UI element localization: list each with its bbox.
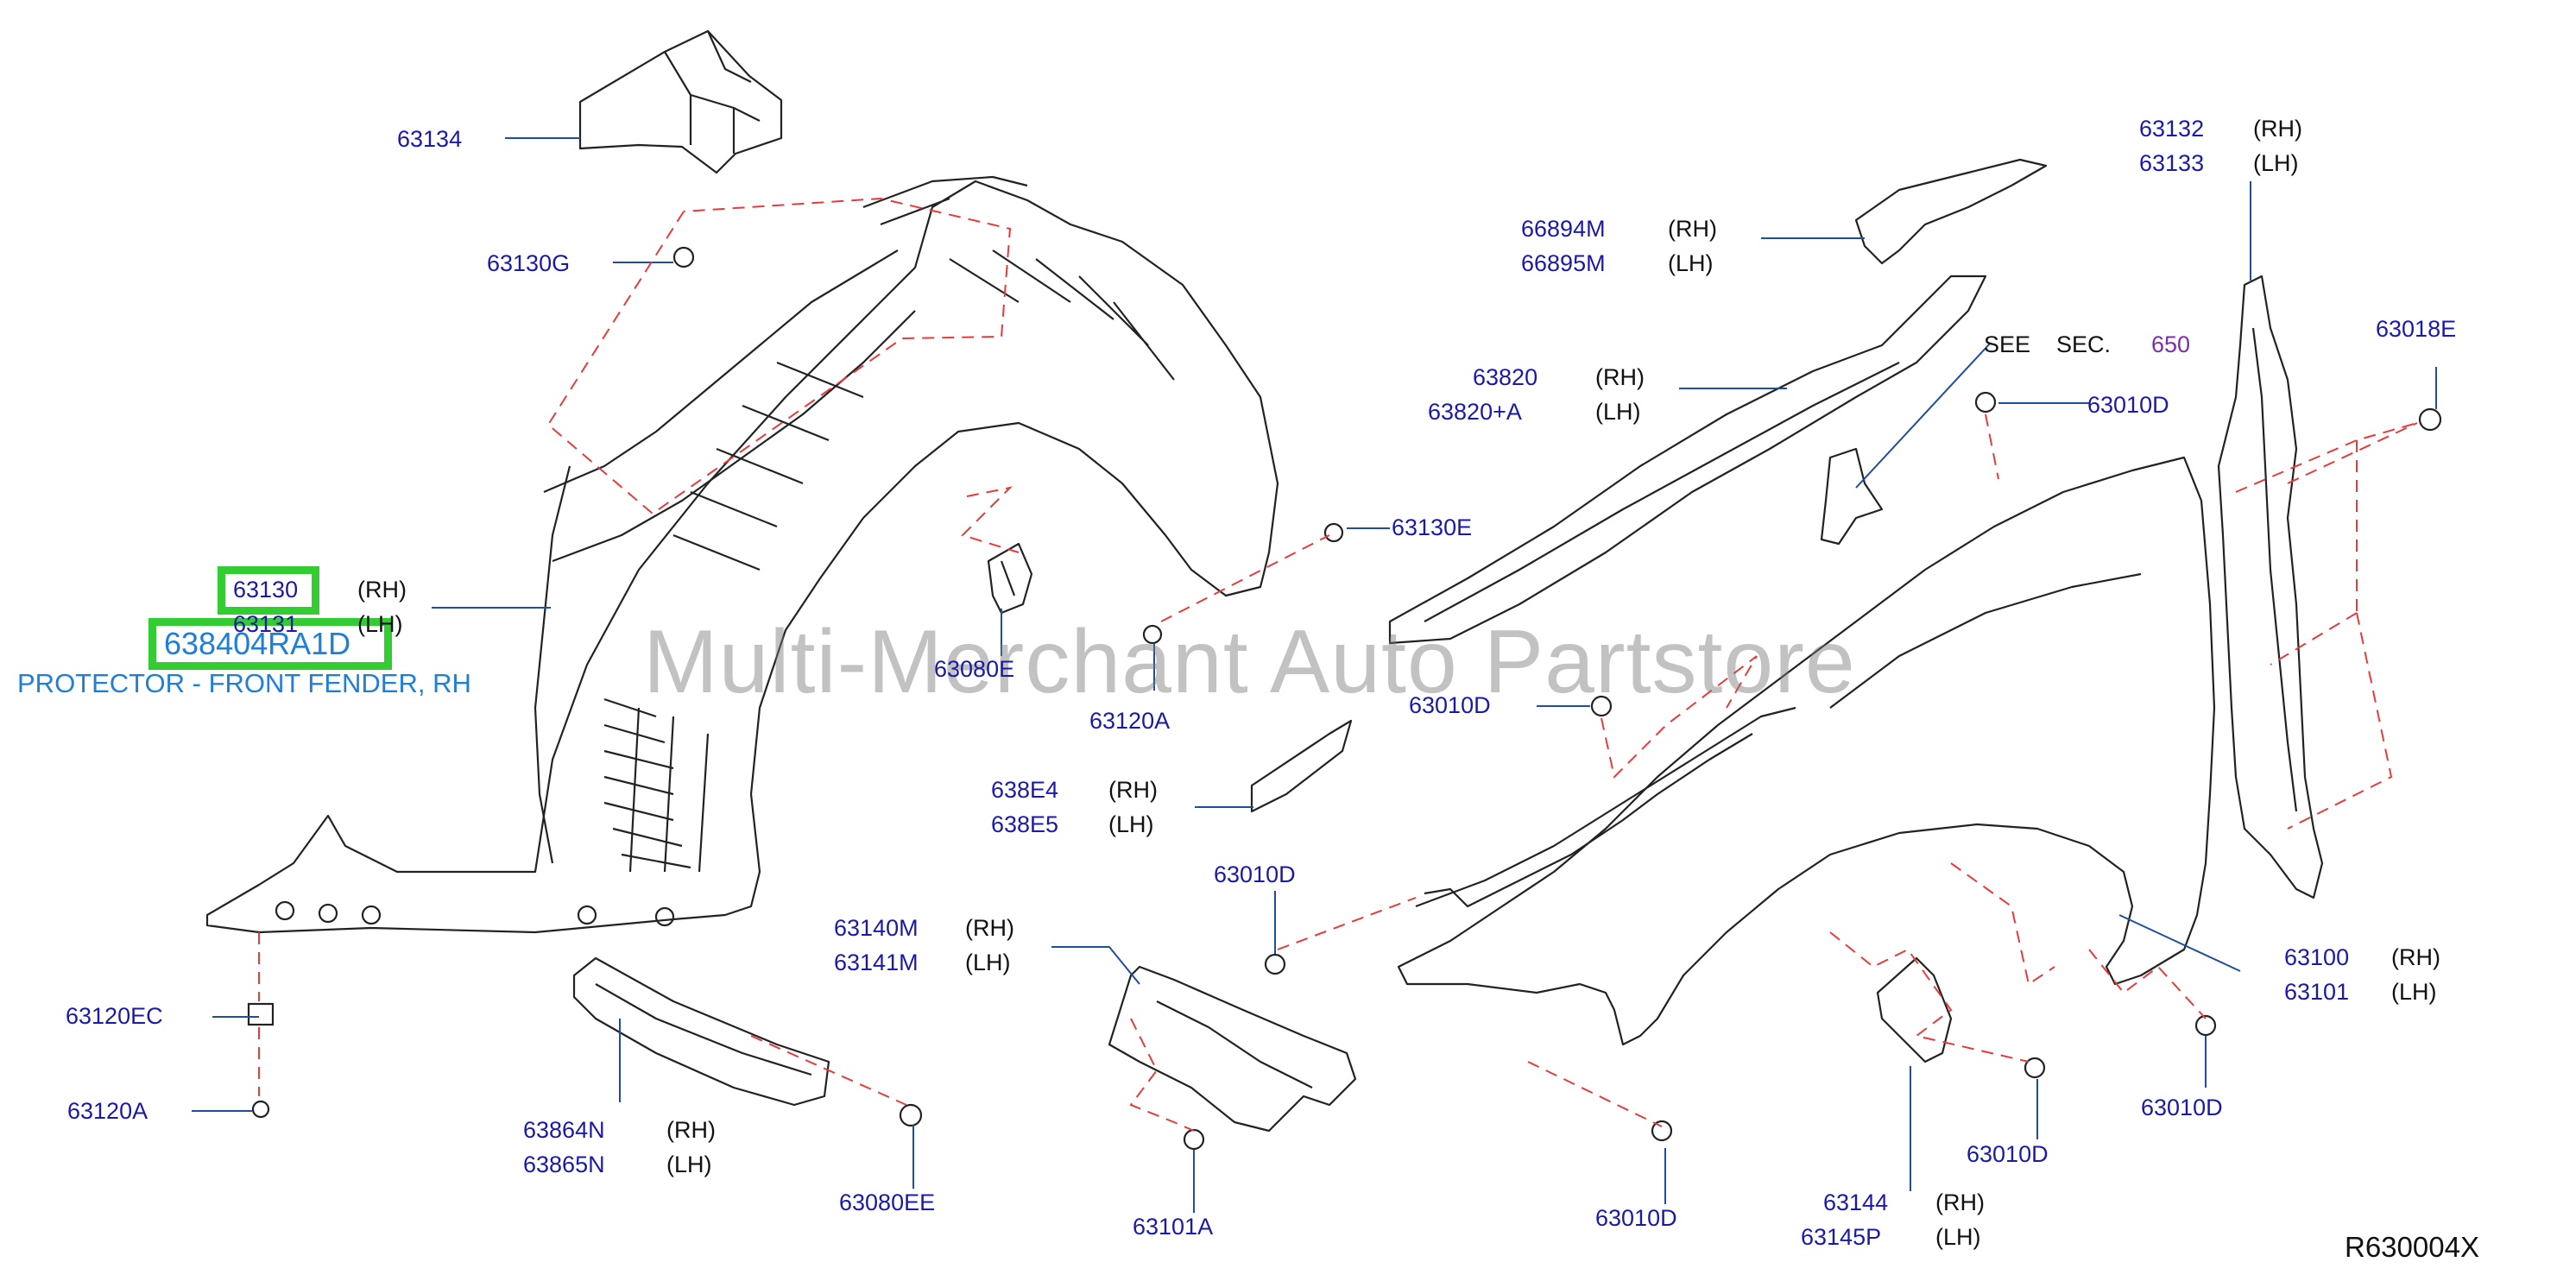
- label-63010D-b[interactable]: 63010D: [1214, 861, 1296, 887]
- label-63010D-a[interactable]: 63010D: [1409, 692, 1491, 718]
- label-63101[interactable]: 63101: [2284, 979, 2350, 1005]
- foam-block-63134-illustration: [578, 29, 783, 174]
- label-63145P-side: (LH): [1935, 1224, 1981, 1250]
- label-638E5-side: (LH): [1108, 811, 1154, 837]
- splash-guard-63864N-illustration: [572, 956, 830, 1107]
- label-63820A-side: (LH): [1595, 399, 1641, 425]
- label-63120A-left[interactable]: 63120A: [67, 1098, 148, 1124]
- highlight-box-part-number: [218, 566, 319, 615]
- label-63820-side: (RH): [1595, 364, 1645, 390]
- seal-638E4-illustration: [1250, 719, 1353, 813]
- sec-label: SEC.: [2056, 331, 2112, 357]
- label-63134[interactable]: 63134: [397, 126, 463, 152]
- screw-63010D-e-icon: [2024, 1057, 2046, 1079]
- label-66895M[interactable]: 66895M: [1521, 250, 1606, 276]
- bracket-63144-illustration: [1876, 956, 1953, 1063]
- label-63131[interactable]: 63131: [233, 611, 299, 637]
- seal-63820-illustration: [1388, 274, 1987, 645]
- label-63140M-side: (RH): [965, 915, 1014, 941]
- label-63133-side: (LH): [2253, 150, 2299, 176]
- section-number-link[interactable]: 650: [2151, 331, 2191, 357]
- clip-63130E-icon: [1323, 522, 1344, 543]
- label-63101-side: (LH): [2391, 979, 2437, 1005]
- clip-63130G-icon: [672, 246, 695, 268]
- screw-63010D-b-icon: [1264, 953, 1286, 975]
- label-63131-side: (LH): [357, 611, 403, 637]
- label-63132-side: (RH): [2253, 116, 2302, 142]
- label-63864N[interactable]: 63864N: [523, 1117, 605, 1143]
- label-63820A[interactable]: 63820+A: [1428, 399, 1522, 425]
- diagram-reference-code: R630004X: [2345, 1231, 2479, 1263]
- screw-63010D-d-icon: [1651, 1120, 1673, 1142]
- label-63141M[interactable]: 63141M: [834, 950, 919, 975]
- clip-63120A-mid-icon: [1142, 624, 1163, 645]
- screw-63010D-a-icon: [1590, 695, 1613, 717]
- clip-63018E-icon: [2418, 407, 2442, 432]
- label-63080E[interactable]: 63080E: [934, 656, 1015, 682]
- oem-part-number[interactable]: 638404RA1D: [164, 626, 351, 661]
- label-63100-side: (RH): [2391, 944, 2440, 970]
- label-63864N-side: (RH): [666, 1117, 716, 1143]
- watermark: Multi-Merchant Auto Partstore: [643, 612, 1856, 712]
- label-66895M-side: (LH): [1668, 250, 1714, 276]
- label-63144-side: (RH): [1935, 1190, 1985, 1215]
- label-63130[interactable]: 63130: [233, 577, 299, 603]
- label-63133[interactable]: 63133: [2139, 150, 2205, 176]
- label-63144[interactable]: 63144: [1823, 1190, 1889, 1215]
- label-66894M-side: (RH): [1668, 216, 1717, 242]
- label-63010D-d[interactable]: 63010D: [1595, 1205, 1677, 1231]
- label-63145P[interactable]: 63145P: [1801, 1224, 1882, 1250]
- clip-63101A-icon: [1183, 1128, 1205, 1151]
- label-63010D-f[interactable]: 63010D: [2141, 1095, 2223, 1120]
- bracket-63140M-illustration: [1108, 965, 1357, 1133]
- label-63120A-mid[interactable]: 63120A: [1089, 708, 1171, 734]
- clip-63120A-left-icon: [251, 1100, 270, 1119]
- part-description: PROTECTOR - FRONT FENDER, RH: [17, 668, 471, 698]
- highlight-box-oem-number: [148, 618, 392, 670]
- label-638E4-side: (RH): [1108, 777, 1158, 803]
- label-63010D-e[interactable]: 63010D: [1967, 1141, 2049, 1167]
- label-63141M-side: (LH): [965, 950, 1011, 975]
- label-63130G[interactable]: 63130G: [487, 250, 571, 276]
- label-63865N-side: (LH): [666, 1152, 712, 1177]
- label-63130-side: (RH): [357, 577, 407, 603]
- label-63132[interactable]: 63132: [2139, 116, 2205, 142]
- see-label: SEE: [1984, 331, 2031, 357]
- label-66894M[interactable]: 66894M: [1521, 216, 1606, 242]
- screw-63010D-f-icon: [2194, 1014, 2217, 1037]
- front-fender-63100-illustration: [1397, 456, 2216, 1046]
- label-638E4[interactable]: 638E4: [991, 777, 1059, 803]
- clip-63080EE-icon: [899, 1103, 923, 1127]
- label-63010D-c[interactable]: 63010D: [2087, 392, 2169, 418]
- bracket-66894M-illustration: [1854, 158, 2048, 265]
- label-638E5[interactable]: 638E5: [991, 811, 1059, 837]
- label-63080EE[interactable]: 63080EE: [839, 1190, 936, 1215]
- clip-63120EC-icon: [247, 1002, 275, 1026]
- fender-protector-63130-illustration: [205, 175, 1279, 934]
- label-63140M[interactable]: 63140M: [834, 915, 919, 941]
- label-63018E[interactable]: 63018E: [2376, 316, 2457, 342]
- label-63820[interactable]: 63820: [1473, 364, 1538, 390]
- label-63130E[interactable]: 63130E: [1392, 514, 1473, 540]
- label-63865N[interactable]: 63865N: [523, 1152, 605, 1177]
- screw-63010D-c-icon: [1974, 391, 1997, 413]
- rear-protector-63132-illustration: [2217, 274, 2324, 899]
- clip-63080E-illustration: [987, 542, 1033, 615]
- label-63101A[interactable]: 63101A: [1133, 1214, 1214, 1240]
- label-63100[interactable]: 63100: [2284, 944, 2350, 970]
- label-63120EC[interactable]: 63120EC: [66, 1003, 163, 1029]
